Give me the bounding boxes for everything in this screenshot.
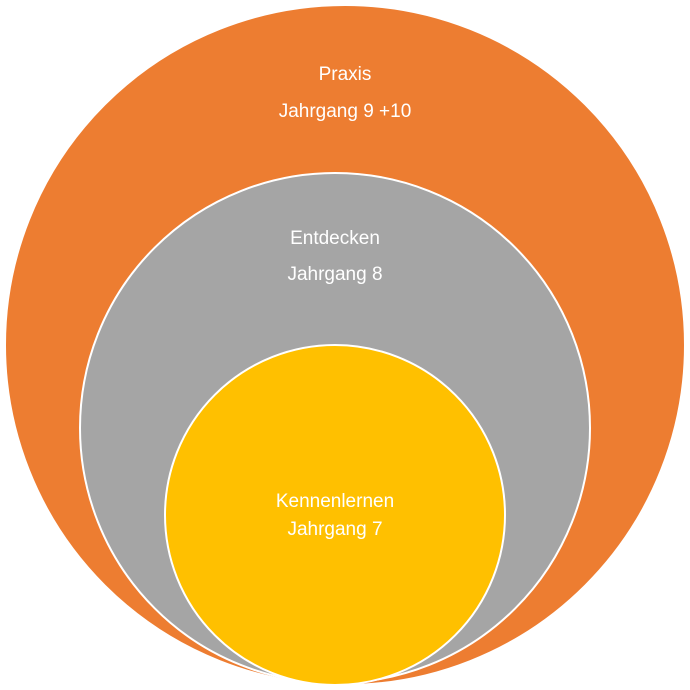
inner-label-year: Jahrgang 7 xyxy=(287,519,382,540)
outer-label-year: Jahrgang 9 +10 xyxy=(279,101,412,122)
middle-label-year: Jahrgang 8 xyxy=(287,264,382,285)
circle-inner xyxy=(164,344,506,686)
outer-label-title: Praxis xyxy=(319,64,372,85)
middle-label-title: Entdecken xyxy=(290,228,380,249)
inner-label-title: Kennenlernen xyxy=(276,491,394,512)
